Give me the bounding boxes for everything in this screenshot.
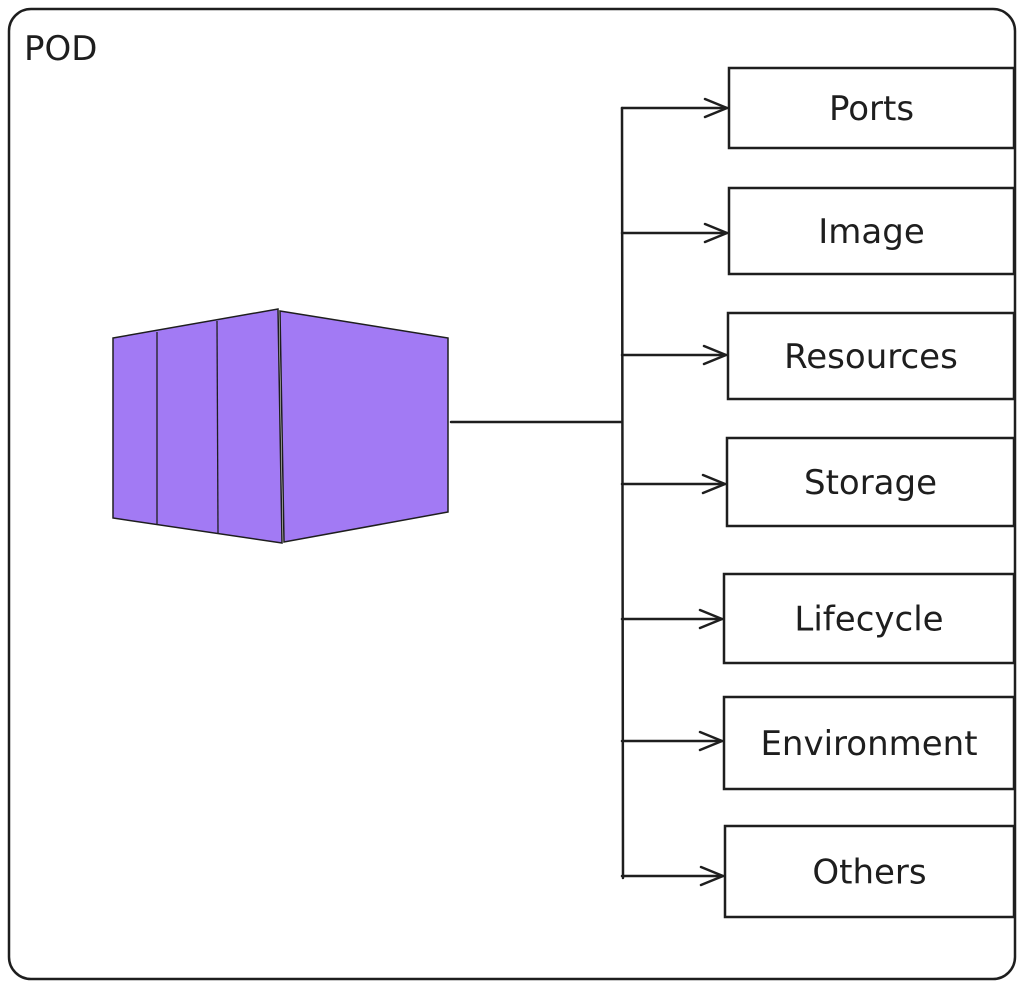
pod-title: POD	[24, 29, 97, 69]
component-box-lifecycle	[722, 572, 1016, 665]
container-right-face	[279, 310, 449, 543]
component-box-environment	[722, 695, 1016, 791]
component-branches: PortsImageResourcesStorageLifecycleEnvir…	[620, 66, 1016, 919]
component-label-resources: Resources	[784, 337, 958, 377]
arrowhead-icon	[701, 473, 727, 495]
component-label-others: Others	[812, 853, 926, 893]
component-box-storage	[725, 436, 1016, 528]
arrowhead-icon	[698, 730, 724, 752]
arrowhead-icon	[699, 865, 725, 887]
arrowhead-icon	[703, 222, 729, 244]
component-box-ports	[727, 66, 1016, 150]
component-label-ports: Ports	[829, 89, 914, 129]
arrowhead-icon	[698, 608, 724, 630]
component-label-image: Image	[818, 212, 924, 252]
container-left-face	[112, 308, 283, 544]
container-icon	[112, 308, 449, 544]
component-box-image	[727, 186, 1016, 276]
arrowhead-icon	[703, 97, 729, 119]
branch-trunk	[620, 106, 625, 880]
container-rib	[216, 320, 219, 534]
component-label-lifecycle: Lifecycle	[794, 600, 943, 640]
arrowhead-icon	[702, 344, 728, 366]
component-box-others	[723, 824, 1016, 919]
component-box-resources	[726, 311, 1016, 401]
component-label-storage: Storage	[804, 463, 937, 503]
component-label-environment: Environment	[760, 724, 977, 764]
